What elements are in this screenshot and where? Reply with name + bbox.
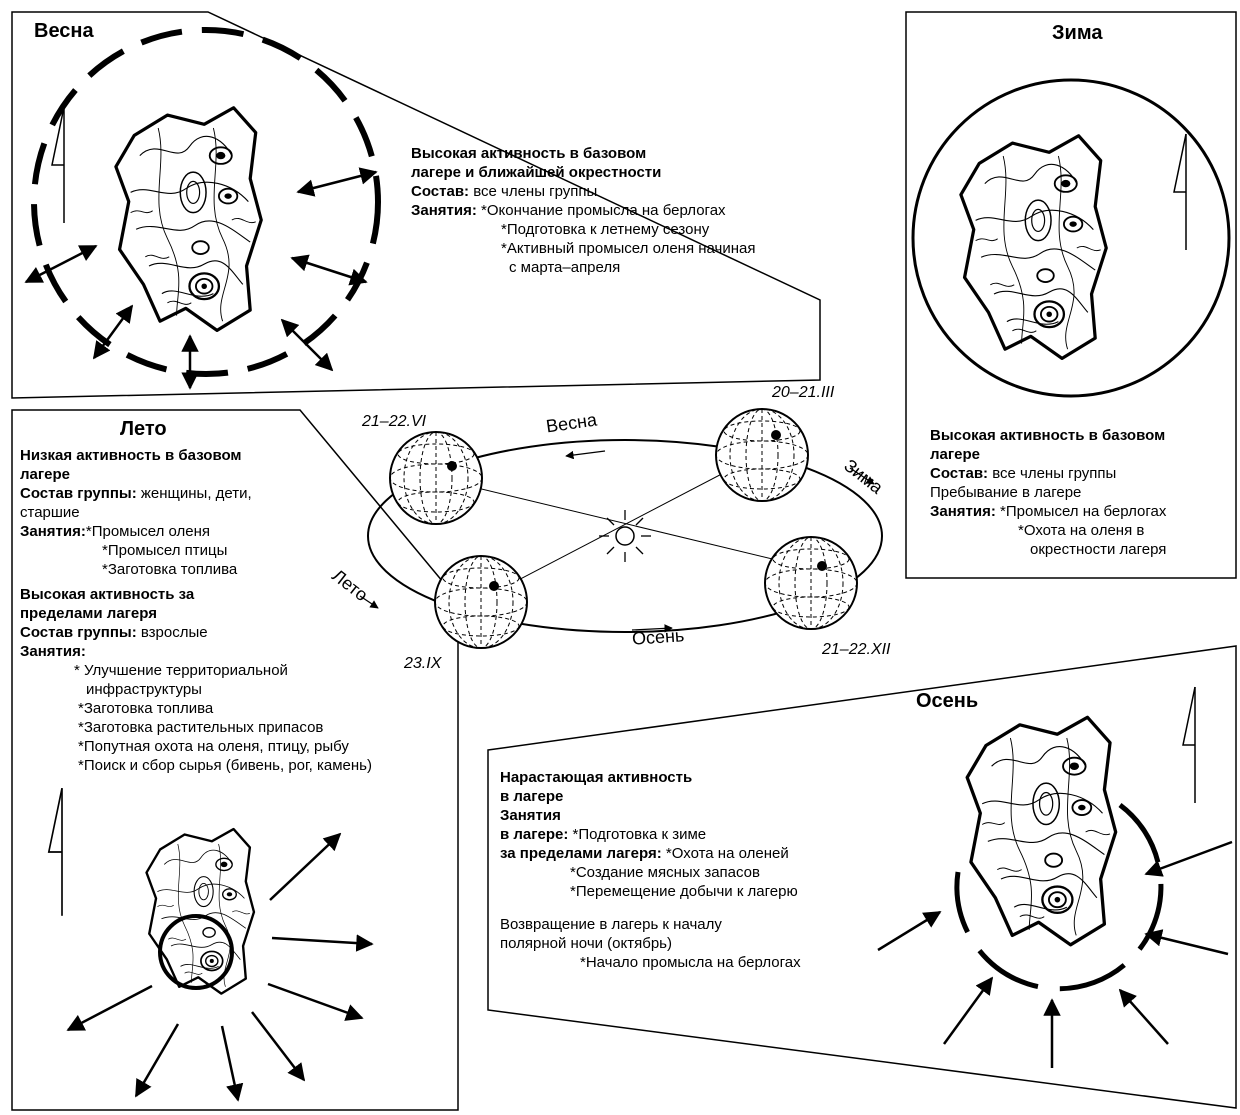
- winter-title: Зима: [1052, 24, 1102, 43]
- spring-title: Весна: [34, 22, 94, 41]
- autumn-title: Осень: [916, 692, 978, 711]
- autumn-activities-label: Занятия: [500, 806, 801, 825]
- autumn-camp-value: *Подготовка к зиме: [568, 826, 706, 843]
- spring-composition-value: все члены группы: [469, 183, 597, 200]
- summer-group2-label: Состав группы:: [20, 624, 137, 641]
- winter-line1: Высокая активность в базовом: [930, 426, 1166, 445]
- spring-activity-4: с марта–апреля: [411, 258, 756, 277]
- summer-high-line2: пределами лагеря: [20, 604, 372, 623]
- autumn-out-3: *Перемещение добычи к лагерю: [500, 882, 801, 901]
- sun-icon: [599, 510, 651, 562]
- autumn-return-3: *Начало промысла на берлогах: [500, 953, 801, 972]
- spring-activities-label: Занятия:: [411, 202, 477, 219]
- autumn-camp-label: в лагере:: [500, 826, 568, 843]
- winter-composition-value: все члены группы: [988, 465, 1116, 482]
- spring-activity-3: *Активный промысел оленя начиная: [411, 239, 756, 258]
- winter-activity-1: *Промысел на берлогах: [996, 503, 1166, 520]
- orbit-label-autumn: Осень: [631, 626, 685, 649]
- summer-out-3: *Заготовка растительных припасов: [20, 718, 372, 737]
- autumn-outside: за пределами лагеря: *Охота на оленей: [500, 844, 801, 863]
- camp-marker: [489, 581, 499, 591]
- globe-icon: [390, 432, 482, 524]
- spring-composition-label: Состав:: [411, 183, 469, 200]
- summer-group: Состав группы: женщины, дети,: [20, 484, 372, 503]
- winter-activity-3: окрестности лагеря: [930, 540, 1166, 559]
- summer-title: Лето: [120, 420, 167, 439]
- globe-icon: [435, 556, 527, 648]
- summer-out-4: *Попутная охота на оленя, птицу, рыбу: [20, 737, 372, 756]
- autumn-line2: в лагере: [500, 787, 801, 806]
- north-arrow-icon: [49, 788, 62, 916]
- date-autumn-equinox: 23.IX: [404, 654, 441, 673]
- summer-description: Низкая активность в базовом лагере Соста…: [20, 446, 372, 775]
- globe-icon: [765, 537, 857, 629]
- equinox-axis: [480, 454, 760, 600]
- summer-activities-label: Занятия:: [20, 523, 86, 540]
- summer-activity-2: *Промысел птицы: [20, 541, 372, 560]
- autumn-camp: в лагере: *Подготовка к зиме: [500, 825, 801, 844]
- camp-marker: [447, 461, 457, 471]
- autumn-return-2: полярной ночи (октябрь): [500, 934, 801, 953]
- autumn-line1: Нарастающая активность: [500, 768, 801, 787]
- date-winter-solstice: 21–22.XII: [822, 640, 891, 659]
- summer-high-line1: Высокая активность за: [20, 585, 372, 604]
- spring-line2: лагере и ближайшей окрестности: [411, 163, 756, 182]
- autumn-out-2: *Создание мясных запасов: [500, 863, 801, 882]
- autumn-description: Нарастающая активность в лагере Занятия …: [500, 768, 801, 972]
- orbit-diagram: [360, 409, 882, 648]
- north-arrow-icon: [1183, 687, 1195, 803]
- winter-composition-label: Состав:: [930, 465, 988, 482]
- summer-low-line2: лагере: [20, 465, 372, 484]
- spring-composition: Состав: все члены группы: [411, 182, 756, 201]
- autumn-territory-map: [967, 717, 1116, 944]
- winter-territory-map: [961, 136, 1106, 359]
- spring-activity-2: *Подготовка к летнему сезону: [411, 220, 756, 239]
- winter-activities: Занятия: *Промысел на берлогах: [930, 502, 1166, 521]
- winter-activities-label: Занятия:: [930, 503, 996, 520]
- camp-marker: [817, 561, 827, 571]
- summer-group-value: женщины, дети,: [137, 485, 252, 502]
- summer-low-line1: Низкая активность в базовом: [20, 446, 372, 465]
- spring-line1: Высокая активность в базовом: [411, 144, 756, 163]
- autumn-outside-label: за пределами лагеря:: [500, 845, 662, 862]
- summer-group-2: Состав группы: взрослые: [20, 623, 372, 642]
- date-spring-equinox: 20–21.III: [772, 383, 834, 402]
- summer-out-1: * Улучшение территориальной: [20, 661, 372, 680]
- summer-group2-value: взрослые: [137, 624, 208, 641]
- winter-stay: Пребывание в лагере: [930, 483, 1166, 502]
- autumn-outside-value: *Охота на оленей: [662, 845, 789, 862]
- spring-activity-1: *Окончание промысла на берлогах: [477, 202, 726, 219]
- north-arrow-icon: [1174, 134, 1186, 250]
- winter-description: Высокая активность в базовом лагере Сост…: [930, 426, 1166, 559]
- summer-activities-2-label: Занятия:: [20, 642, 372, 661]
- summer-group-value-2: старшие: [20, 503, 372, 522]
- summer-out-2: *Заготовка топлива: [20, 699, 372, 718]
- summer-activities: Занятия:*Промысел оленя: [20, 522, 372, 541]
- summer-group-label: Состав группы:: [20, 485, 137, 502]
- winter-line2: лагере: [930, 445, 1166, 464]
- spring-description: Высокая активность в базовом лагере и бл…: [411, 144, 756, 277]
- autumn-return-1: Возвращение в лагерь к началу: [500, 915, 801, 934]
- summer-out-1b: инфраструктуры: [20, 680, 372, 699]
- winter-composition: Состав: все члены группы: [930, 464, 1166, 483]
- winter-activity-2: *Охота на оленя в: [930, 521, 1166, 540]
- date-summer-solstice: 21–22.VI: [362, 412, 426, 431]
- summer-activity-3: *Заготовка топлива: [20, 560, 372, 579]
- spring-territory-map: [116, 108, 261, 331]
- spring-activities: Занятия: *Окончание промысла на берлогах: [411, 201, 756, 220]
- summer-out-5: *Поиск и сбор сырья (бивень, рог, камень…: [20, 756, 372, 775]
- camp-marker: [771, 430, 781, 440]
- globe-icon: [716, 409, 808, 501]
- summer-activity-1: *Промысел оленя: [86, 523, 210, 540]
